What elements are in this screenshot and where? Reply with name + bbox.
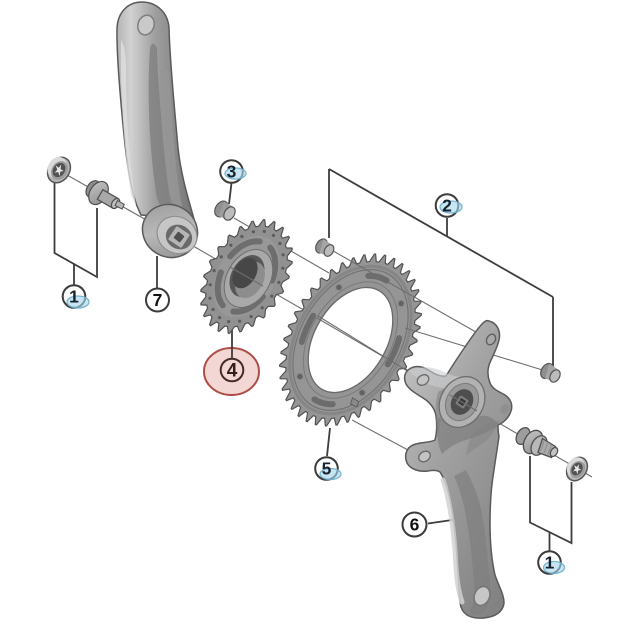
- svg-text:1: 1: [69, 287, 79, 307]
- svg-text:3: 3: [227, 162, 237, 182]
- svg-text:7: 7: [153, 290, 163, 310]
- svg-text:2: 2: [442, 196, 452, 216]
- svg-text:1: 1: [545, 553, 555, 573]
- svg-text:5: 5: [322, 459, 332, 479]
- svg-text:4: 4: [227, 361, 238, 382]
- svg-text:6: 6: [410, 515, 420, 535]
